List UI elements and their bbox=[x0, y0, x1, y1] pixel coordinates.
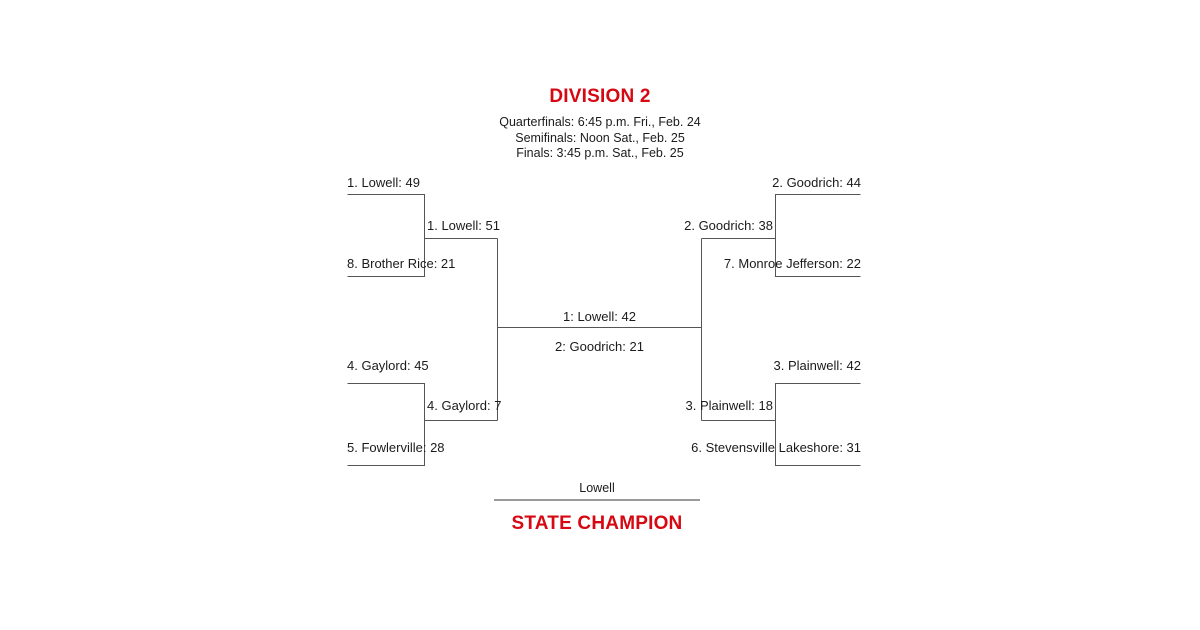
bracket-slot-right-qf-4: 6. Stevensville Lakeshore: 31 bbox=[691, 440, 861, 455]
bracket-slot-left-qf-2: 8. Brother Rice: 21 bbox=[347, 256, 456, 271]
schedule-line-semifinals: Semifinals: Noon Sat., Feb. 25 bbox=[515, 130, 685, 145]
bracket-slot-right-qf-3: 3. Plainwell: 42 bbox=[773, 358, 861, 373]
final-slot-winner: 1: Lowell: 42 bbox=[563, 309, 636, 324]
bracket-slot-left-sf-2: 4. Gaylord: 7 bbox=[427, 398, 502, 413]
schedule-block: Quarterfinals: 6:45 p.m. Fri., Feb. 24 S… bbox=[0, 115, 1200, 162]
bracket-slot-right-qf-2: 7. Monroe Jefferson: 22 bbox=[723, 256, 861, 271]
bracket-slot-left-qf-1: 1. Lowell: 49 bbox=[347, 175, 420, 190]
bracket-slot-right-sf-1: 2. Goodrich: 38 bbox=[684, 218, 773, 233]
division-title: DIVISION 2 bbox=[549, 86, 651, 107]
champion-name: Lowell bbox=[579, 481, 615, 495]
champion-title: STATE CHAMPION bbox=[511, 513, 683, 534]
bracket-slot-right-sf-2: 3. Plainwell: 18 bbox=[685, 398, 773, 413]
schedule-line-finals: Finals: 3:45 p.m. Sat., Feb. 25 bbox=[516, 146, 684, 160]
schedule-line-quarterfinals: Quarterfinals: 6:45 p.m. Fri., Feb. 24 bbox=[499, 115, 701, 129]
bracket-slot-right-qf-1: 2. Goodrich: 44 bbox=[772, 175, 861, 190]
bracket-slot-left-qf-4: 5. Fowlerville: 28 bbox=[347, 440, 445, 455]
bracket-slot-left-sf-1: 1. Lowell: 51 bbox=[427, 218, 500, 233]
bracket-slot-left-qf-3: 4. Gaylord: 45 bbox=[347, 358, 429, 373]
final-slot-runner-up: 2: Goodrich: 21 bbox=[555, 339, 644, 354]
